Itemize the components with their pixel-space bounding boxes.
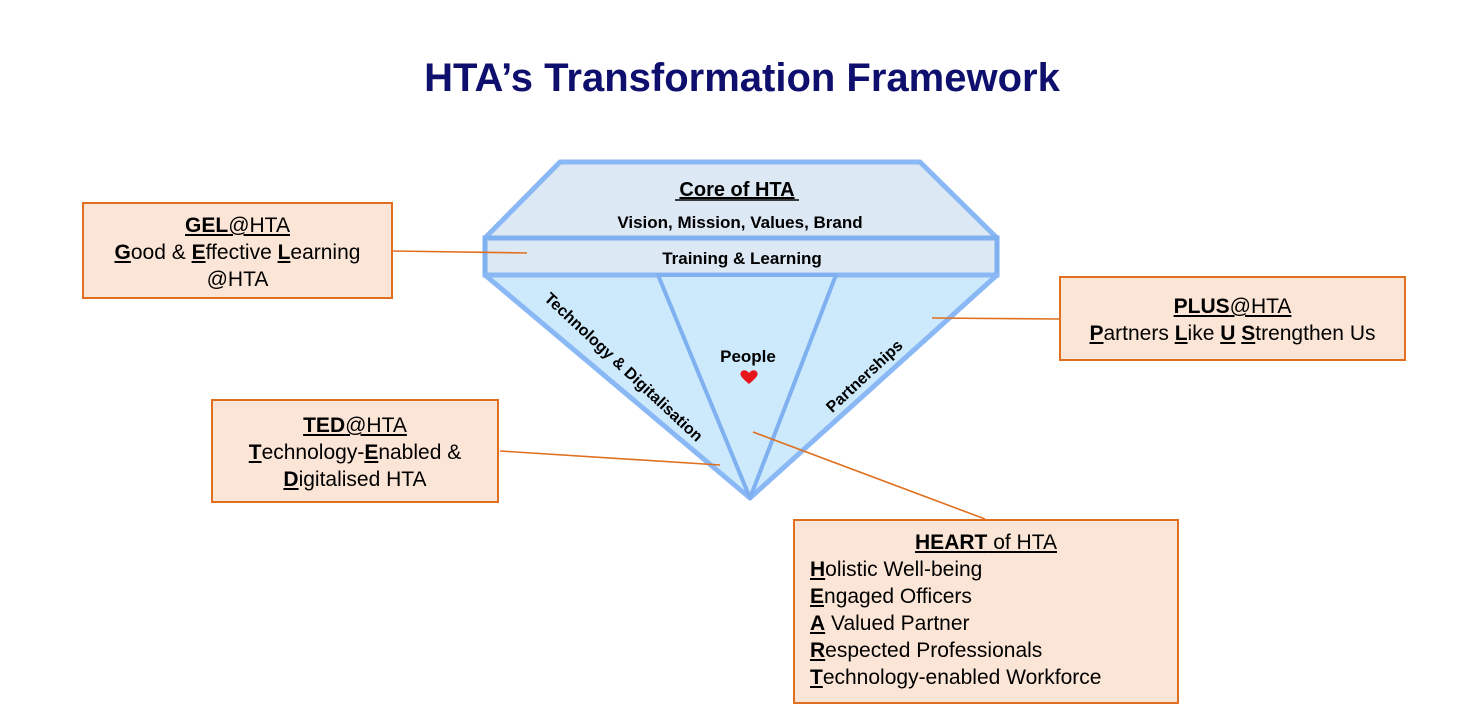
- initial: E: [191, 241, 206, 264]
- heart-box: HEART of HTA Holistic Well-being Engaged…: [793, 519, 1179, 704]
- text: trengthen Us: [1255, 322, 1376, 345]
- initial: H: [810, 558, 826, 581]
- text: olistic Well-being: [825, 558, 983, 581]
- ted-line-1: Technology-Enabled &: [213, 439, 497, 466]
- initial: T: [248, 441, 262, 464]
- text: ike: [1187, 322, 1221, 345]
- gel-connector: [391, 250, 528, 254]
- diamond-people-facet: [656, 273, 838, 500]
- heart-item: Technology-enabled Workforce: [810, 664, 1177, 691]
- text: ffective: [205, 241, 278, 264]
- heart-item: A Valued Partner: [810, 610, 1177, 637]
- heart-item: Holistic Well-being: [810, 556, 1177, 583]
- initial: L: [277, 241, 291, 264]
- initial: A: [810, 612, 826, 635]
- heart-connector: [752, 431, 986, 520]
- heart-heading: HEART of HTA: [810, 529, 1162, 556]
- text: espected Professionals: [825, 639, 1043, 662]
- text: echnology-: [261, 441, 365, 464]
- text: earning: [290, 241, 361, 264]
- initial: S: [1241, 322, 1256, 345]
- plus-heading: PLUS@HTA: [1061, 293, 1404, 320]
- text: ngaged Officers: [824, 585, 972, 608]
- heart-acronym: HEART: [915, 531, 988, 554]
- initial: D: [283, 468, 299, 491]
- core-subtitle: Vision, Mission, Values, Brand: [617, 213, 862, 232]
- ted-connector: [499, 450, 721, 466]
- page-title: HTA’s Transformation Framework: [424, 56, 1060, 100]
- initial: P: [1089, 322, 1104, 345]
- initial: U: [1220, 322, 1236, 345]
- initial: E: [364, 441, 379, 464]
- plus-line-1: Partners Like U Strengthen Us: [1061, 320, 1404, 347]
- text: Valued Partner: [825, 612, 970, 635]
- text: artners: [1103, 322, 1175, 345]
- plus-suffix: @HTA: [1229, 295, 1292, 318]
- initial: E: [810, 585, 825, 608]
- gel-line-1: Good & Effective Learning: [84, 239, 391, 266]
- plus-acronym: PLUS: [1173, 295, 1230, 318]
- ted-suffix: @HTA: [345, 414, 407, 437]
- connector-lines: [391, 250, 1061, 520]
- text: nabled &: [378, 441, 462, 464]
- heart-item: Respected Professionals: [810, 637, 1177, 664]
- gel-heading: GEL@HTA: [84, 212, 391, 239]
- heart-suffix: of HTA: [987, 531, 1057, 554]
- gel-box: GEL@HTA Good & Effective Learning @HTA: [82, 202, 393, 299]
- gel-line-2: @HTA: [206, 268, 269, 291]
- heart-icon: [740, 370, 758, 384]
- gel-acronym: GEL: [185, 214, 229, 237]
- core-title: Core of HTA: [679, 179, 794, 201]
- people-label: People: [720, 347, 776, 366]
- text: igitalised HTA: [298, 468, 427, 491]
- initial: L: [1174, 322, 1188, 345]
- text: ood &: [130, 241, 192, 264]
- text: echnology-enabled Workforce: [822, 666, 1102, 689]
- ted-heading: TED@HTA: [213, 412, 497, 439]
- initial: R: [810, 639, 826, 662]
- initial: T: [810, 666, 823, 689]
- plus-connector: [931, 317, 1061, 320]
- initial: G: [114, 241, 131, 264]
- ted-box: TED@HTA Technology-Enabled & Digitalised…: [211, 399, 499, 503]
- ted-acronym: TED: [303, 414, 346, 437]
- ted-line-2: Digitalised HTA: [213, 466, 497, 493]
- band-label: Training & Learning: [662, 249, 822, 268]
- plus-box: PLUS@HTA Partners Like U Strengthen Us: [1059, 276, 1406, 361]
- heart-item: Engaged Officers: [810, 583, 1177, 610]
- gel-suffix: @HTA: [228, 214, 290, 237]
